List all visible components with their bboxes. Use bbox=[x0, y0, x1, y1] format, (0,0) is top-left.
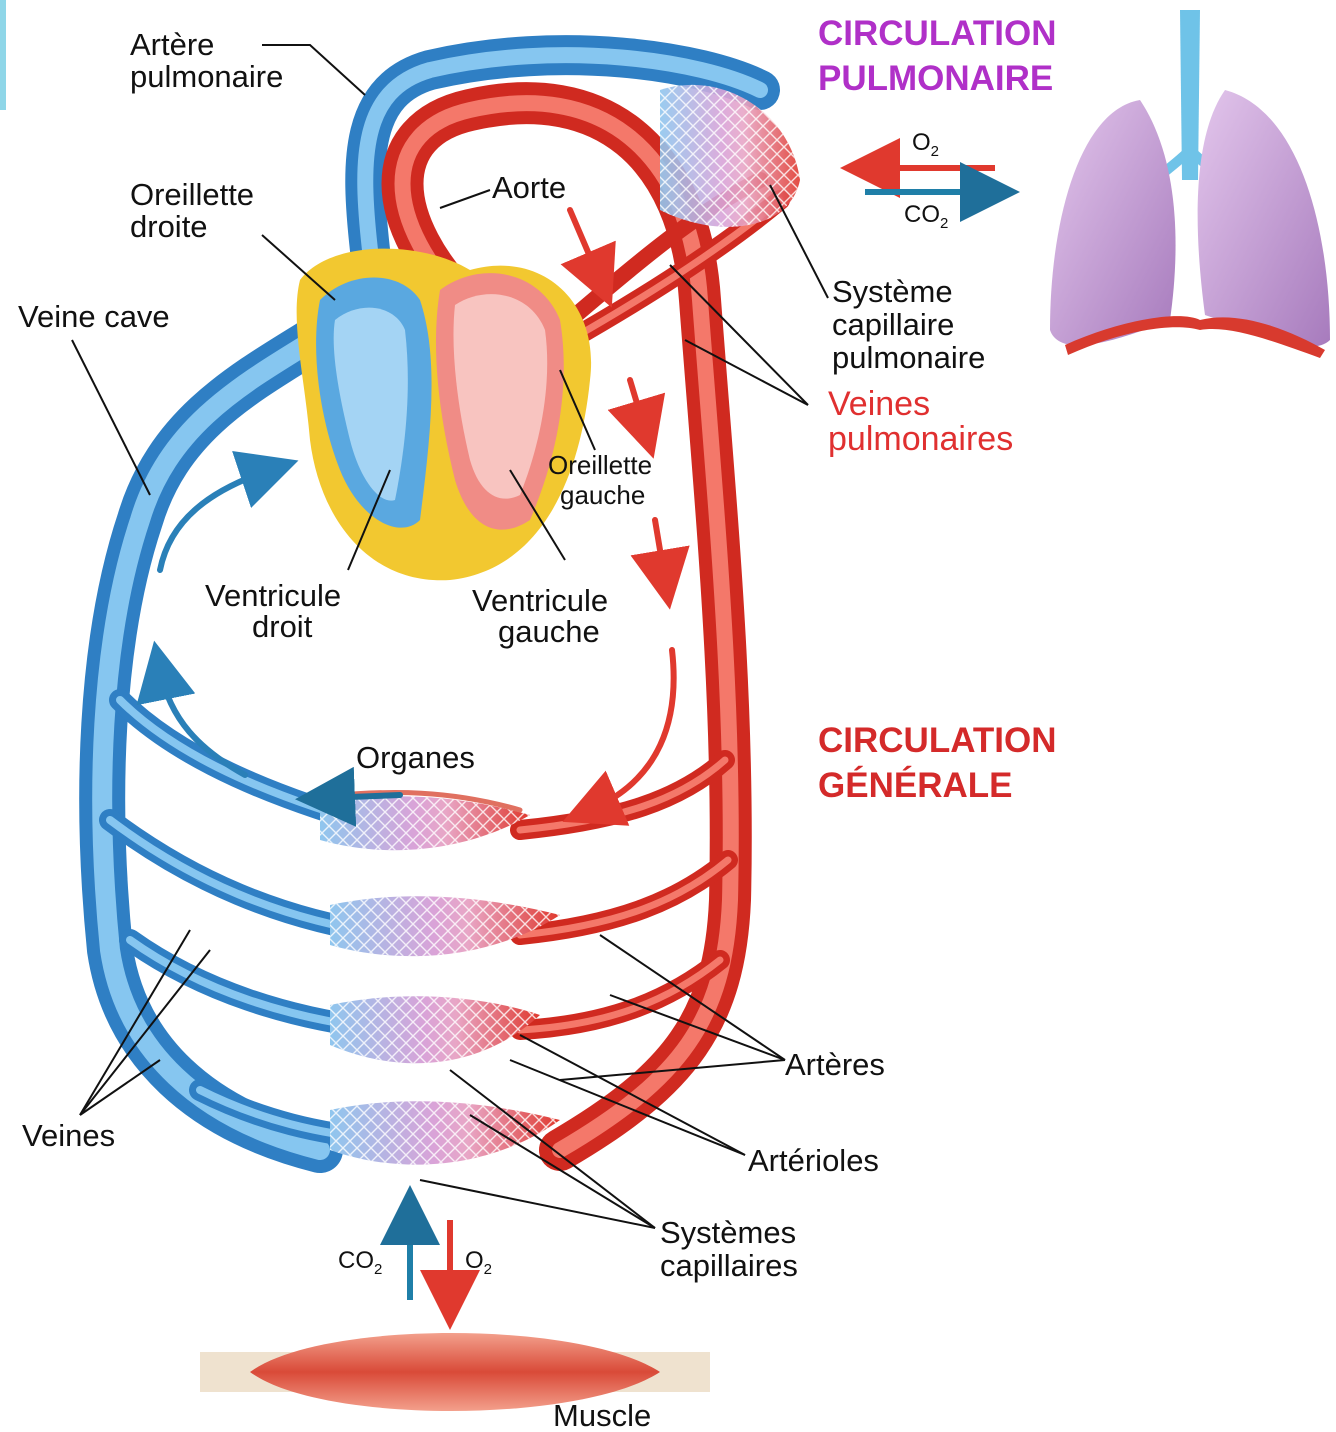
capillary-bed-2 bbox=[330, 896, 560, 956]
label-oreillette-gauche-2: gauche bbox=[560, 480, 645, 510]
title-pulmonary-line2: PULMONAIRE bbox=[818, 59, 1053, 98]
label-oreillette-droite-2: droite bbox=[130, 209, 208, 244]
label-systemes-capillaires-1: Systèmes bbox=[660, 1215, 796, 1250]
label-ventricule-droit-1: Ventricule bbox=[205, 578, 341, 613]
title-pulmonary-line1: CIRCULATION bbox=[818, 14, 1057, 53]
label-aorte: Aorte bbox=[492, 170, 566, 205]
label-arterioles: Artérioles bbox=[748, 1143, 879, 1178]
lung-co2-label: CO bbox=[904, 201, 940, 228]
label-oreillette-droite-1: Oreillette bbox=[130, 177, 254, 212]
svg-text:O2: O2 bbox=[912, 129, 939, 160]
label-oreillette-gauche-1: Oreillette bbox=[548, 450, 652, 480]
muscle-illustration: CO2 O2 bbox=[200, 1215, 710, 1411]
label-systemes-capillaires-2: capillaires bbox=[660, 1248, 798, 1283]
label-veine-cave: Veine cave bbox=[18, 299, 170, 334]
right-lung bbox=[1198, 90, 1330, 347]
title-general-line1: CIRCULATION bbox=[818, 721, 1057, 760]
label-systeme-capillaire-pulmonaire-1: Système bbox=[832, 274, 953, 309]
label-arteres: Artères bbox=[785, 1047, 885, 1082]
title-general-line2: GÉNÉRALE bbox=[818, 765, 1012, 805]
capillary-bed-3 bbox=[330, 996, 540, 1063]
lung-gas-exchange: O2 CO2 bbox=[865, 129, 995, 232]
label-ventricule-gauche-2: gauche bbox=[498, 614, 600, 649]
lung-o2-label: O bbox=[912, 129, 931, 156]
label-artere-pulmonaire-1: Artère bbox=[130, 27, 214, 62]
label-veines-pulmonaires-1: Veines bbox=[828, 385, 930, 423]
lungs-illustration bbox=[1050, 10, 1330, 358]
label-systeme-capillaire-pulmonaire-3: pulmonaire bbox=[832, 340, 985, 375]
labels: CIRCULATION PULMONAIRE CIRCULATION GÉNÉR… bbox=[18, 14, 1057, 1432]
label-systeme-capillaire-pulmonaire-2: capillaire bbox=[832, 307, 954, 342]
label-ventricule-droit-2: droit bbox=[252, 609, 313, 644]
svg-text:CO2: CO2 bbox=[338, 1247, 382, 1278]
svg-text:CO2: CO2 bbox=[904, 201, 948, 232]
left-lung bbox=[1050, 100, 1176, 345]
label-ventricule-gauche-1: Ventricule bbox=[472, 583, 608, 618]
pulmonary-capillary-bed bbox=[660, 85, 800, 227]
corner-accent bbox=[0, 0, 6, 110]
label-muscle: Muscle bbox=[553, 1398, 651, 1432]
label-veines: Veines bbox=[22, 1118, 115, 1153]
muscle-co2-label: CO bbox=[338, 1247, 374, 1274]
muscle-o2-label: O bbox=[465, 1247, 484, 1274]
label-organes: Organes bbox=[356, 740, 475, 775]
capillary-bed-4 bbox=[330, 1101, 560, 1164]
label-artere-pulmonaire-2: pulmonaire bbox=[130, 59, 283, 94]
svg-text:O2: O2 bbox=[465, 1247, 492, 1278]
organ-capillary-beds bbox=[320, 796, 560, 1164]
label-veines-pulmonaires-2: pulmonaires bbox=[828, 420, 1013, 458]
